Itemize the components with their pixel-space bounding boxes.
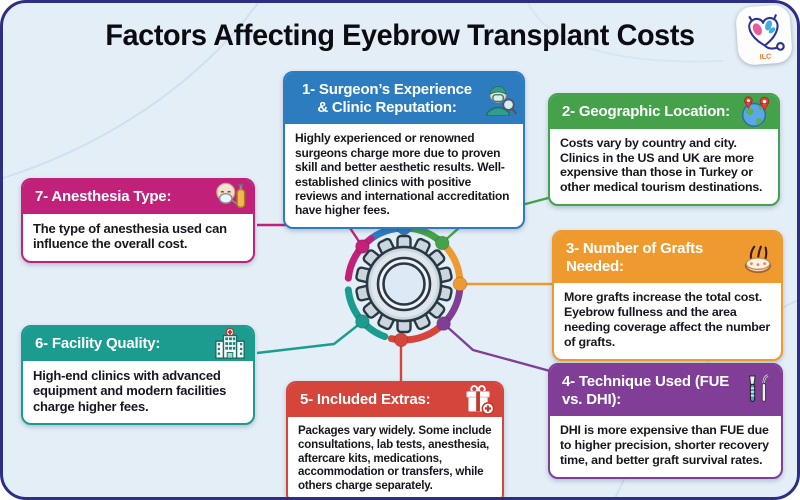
factor-card-6: 6- Facility Quality: High-end clinics wi… xyxy=(21,325,255,426)
factor-header: 4- Technique Used (FUE vs. DHI): xyxy=(550,365,781,417)
factor-card-4: 4- Technique Used (FUE vs. DHI): DHI is … xyxy=(548,363,783,479)
factor-card-3: 3- Number of Grafts Needed: More grafts … xyxy=(552,230,783,361)
factor-description: Packages vary widely. Some include consu… xyxy=(298,423,492,493)
factor-description: Costs vary by country and city. Clinics … xyxy=(560,135,763,195)
tools-icon xyxy=(740,373,776,409)
factor-description: DHI is more expensive than FUE due to hi… xyxy=(560,423,769,468)
gear-icon xyxy=(355,234,453,334)
factor-header: 1- Surgeon’s Experience & Clinic Reputat… xyxy=(285,73,523,125)
stethoscope-heart-icon: ILC xyxy=(748,13,785,61)
logo-text: ILC xyxy=(759,51,772,61)
factor-header: 2- Geographic Location: xyxy=(550,95,778,129)
clinic-logo: ILC xyxy=(735,4,793,66)
factor-header: 7- Anesthesia Type: xyxy=(23,180,253,214)
factor-title: 6- Facility Quality: xyxy=(35,335,161,352)
factor-title: 1- Surgeon’s Experience & Clinic Reputat… xyxy=(302,81,472,116)
factor-title: 2- Geographic Location: xyxy=(562,103,730,120)
factor-description: High-end clinics with advanced equipment… xyxy=(33,367,227,414)
factor-title: 5- Included Extras: xyxy=(300,391,431,408)
surgeon-icon xyxy=(482,81,518,117)
hospital-icon xyxy=(212,326,248,362)
factor-header: 3- Number of Grafts Needed: xyxy=(554,232,781,284)
factor-title: 4- Technique Used (FUE vs. DHI): xyxy=(562,373,730,408)
factor-header: 6- Facility Quality: xyxy=(23,327,253,361)
factor-description: The type of anesthesia used can influenc… xyxy=(33,220,227,252)
factor-card-5: 5- Included Extras: Packages vary widely… xyxy=(286,381,504,497)
factor-card-7: 7- Anesthesia Type: The type of anesthes… xyxy=(21,178,255,263)
anesthesia-icon xyxy=(212,179,248,215)
factor-header: 5- Included Extras: xyxy=(288,383,502,417)
factor-card-1: 1- Surgeon’s Experience & Clinic Reputat… xyxy=(283,71,525,229)
globe-icon xyxy=(737,94,773,130)
gift-icon xyxy=(461,382,497,418)
graft-icon xyxy=(740,240,776,276)
factor-title: 3- Number of Grafts Needed: xyxy=(566,240,704,275)
factor-title: 7- Anesthesia Type: xyxy=(35,188,172,205)
factor-card-2: 2- Geographic Location: Costs vary by co… xyxy=(548,93,780,207)
factor-description: Highly experienced or renowned surgeons … xyxy=(295,131,510,218)
factor-description: More grafts increase the total cost. Eye… xyxy=(564,290,770,349)
page-title: Factors Affecting Eyebrow Transplant Cos… xyxy=(105,19,695,52)
